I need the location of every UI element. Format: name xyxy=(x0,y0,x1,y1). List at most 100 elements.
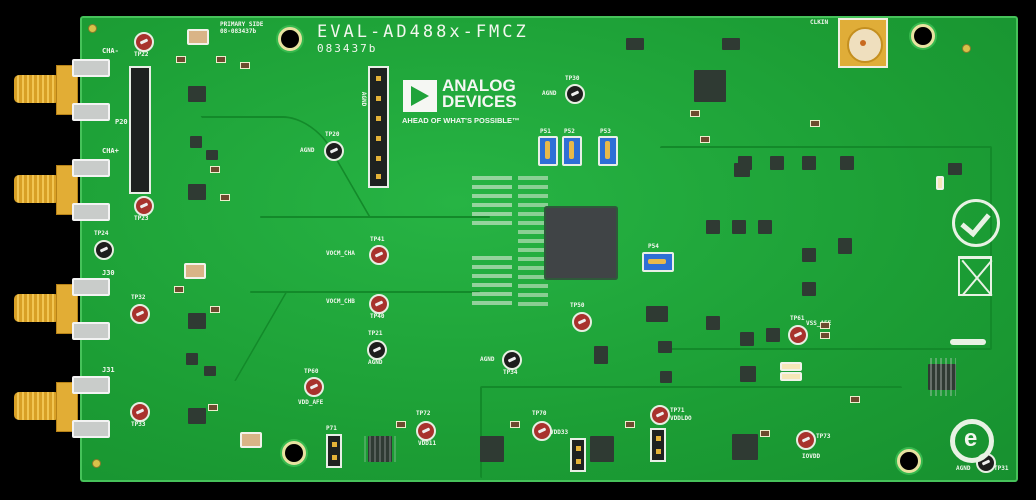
ic-u72 xyxy=(732,434,758,460)
sma-connector-cha-minus[interactable] xyxy=(14,59,110,121)
ic-u106 xyxy=(758,220,772,234)
sma-pad xyxy=(72,322,110,340)
ic-u105 xyxy=(732,220,746,234)
ic-u102 xyxy=(802,156,816,170)
header-pin xyxy=(655,449,661,454)
header-pin xyxy=(376,76,381,81)
test-point-tp32[interactable] xyxy=(130,304,150,324)
p52-label: P52 xyxy=(564,128,575,135)
test-point-tp70[interactable] xyxy=(532,421,552,441)
ic-u104 xyxy=(706,220,720,234)
header-p72[interactable] xyxy=(650,428,666,462)
trace-cha-bus xyxy=(260,216,490,218)
test-point-tp33[interactable] xyxy=(130,402,150,422)
test-point-tp30[interactable] xyxy=(565,84,585,104)
resistor-group-a xyxy=(472,176,512,226)
capacitor xyxy=(216,56,226,63)
weee-bar xyxy=(950,339,986,345)
header-p20[interactable] xyxy=(129,66,151,194)
jumper-p54[interactable] xyxy=(642,252,674,272)
test-point-tp72[interactable] xyxy=(416,421,436,441)
p54-label: P54 xyxy=(648,243,659,250)
fiducial xyxy=(88,24,97,33)
sma-body xyxy=(56,165,78,215)
board-part-number: 083437b xyxy=(317,42,378,55)
ic-u32 xyxy=(188,313,206,329)
capacitor xyxy=(625,421,635,428)
analog-devices-logo-icon xyxy=(403,80,437,112)
test-point-tp24[interactable] xyxy=(94,240,114,260)
resistor xyxy=(176,56,186,63)
sma-pad xyxy=(72,103,110,121)
trace-chb xyxy=(234,291,288,381)
resistor xyxy=(208,404,218,411)
resistor xyxy=(174,286,184,293)
test-point-tp21[interactable] xyxy=(367,340,387,360)
resistor-column xyxy=(518,176,548,311)
tp72-net: VDD11 xyxy=(418,440,437,447)
sma-connector-cha-plus[interactable] xyxy=(14,159,110,221)
ic-u31 xyxy=(186,353,198,365)
sma-connector-j30[interactable] xyxy=(14,278,110,340)
trace-right-region xyxy=(660,146,992,350)
tp33-label: TP33 xyxy=(131,421,146,428)
jumper-p51[interactable] xyxy=(538,136,558,166)
header-agnd[interactable] xyxy=(368,66,389,188)
resistor-r66 xyxy=(820,322,830,329)
tp73-label: TP73 xyxy=(816,433,831,440)
test-point-tp23[interactable] xyxy=(134,196,154,216)
led-ds81 xyxy=(780,372,802,381)
header-pin xyxy=(575,459,581,464)
connector-core xyxy=(860,40,866,46)
p51-label: P51 xyxy=(540,128,551,135)
test-point-tp22[interactable] xyxy=(134,32,154,52)
header-p70[interactable] xyxy=(570,438,586,472)
ic-u121 xyxy=(948,163,962,175)
capacitor-c30 xyxy=(240,432,262,448)
ic-u33 xyxy=(188,408,206,424)
sma-connector-j31[interactable] xyxy=(14,376,110,438)
tp21-label: TP21 xyxy=(368,330,383,337)
cha-minus-label: CHA- xyxy=(102,47,119,55)
p53-label: P53 xyxy=(600,128,611,135)
p20-label: P20 xyxy=(115,118,128,126)
ic-u81 xyxy=(658,341,672,353)
checkmark-icon xyxy=(960,205,991,238)
test-point-tp34[interactable] xyxy=(502,350,522,370)
test-point-tp61[interactable] xyxy=(788,325,808,345)
tp61-net: VSS_AFE xyxy=(806,320,832,327)
ic-u100 xyxy=(738,156,752,170)
test-point-tp20[interactable] xyxy=(324,141,344,161)
test-point-tp41[interactable] xyxy=(369,245,389,265)
ic-main-adc-bga xyxy=(546,208,616,278)
test-point-tp60[interactable] xyxy=(304,377,324,397)
tp60-net: VDD_AFE xyxy=(298,399,324,406)
header-pin xyxy=(376,174,381,179)
sma-thread xyxy=(14,75,60,103)
test-point-tp73[interactable] xyxy=(796,430,816,450)
sma-connector-clkin[interactable] xyxy=(838,18,888,68)
ic-u21 xyxy=(206,150,218,160)
test-point-tp71[interactable] xyxy=(650,405,670,425)
test-point-tp40[interactable] xyxy=(369,294,389,314)
header-p71[interactable] xyxy=(326,434,342,468)
ic-u71 xyxy=(590,436,614,462)
resistor-group-b xyxy=(472,256,512,306)
jumper-p53[interactable] xyxy=(598,136,618,166)
test-point-tp50[interactable] xyxy=(572,312,592,332)
header-pin xyxy=(376,96,381,101)
jumper-p52[interactable] xyxy=(562,136,582,166)
cha-plus-label: CHA+ xyxy=(102,147,119,155)
logo-line1: ANALOG xyxy=(442,76,516,95)
sma-thread xyxy=(14,294,60,322)
tp41-net: VOCM_CHA xyxy=(326,250,355,257)
tp32-label: TP32 xyxy=(131,294,146,301)
tp34-label: TP34 xyxy=(503,369,518,376)
sma-pad xyxy=(72,376,110,394)
ic-u23 xyxy=(188,184,206,200)
ic-u22 xyxy=(188,86,206,102)
ic-u114 xyxy=(766,328,780,342)
tp41-label: TP41 xyxy=(370,236,385,243)
tp50-label: TP50 xyxy=(570,302,585,309)
ic-u41 xyxy=(646,306,668,322)
